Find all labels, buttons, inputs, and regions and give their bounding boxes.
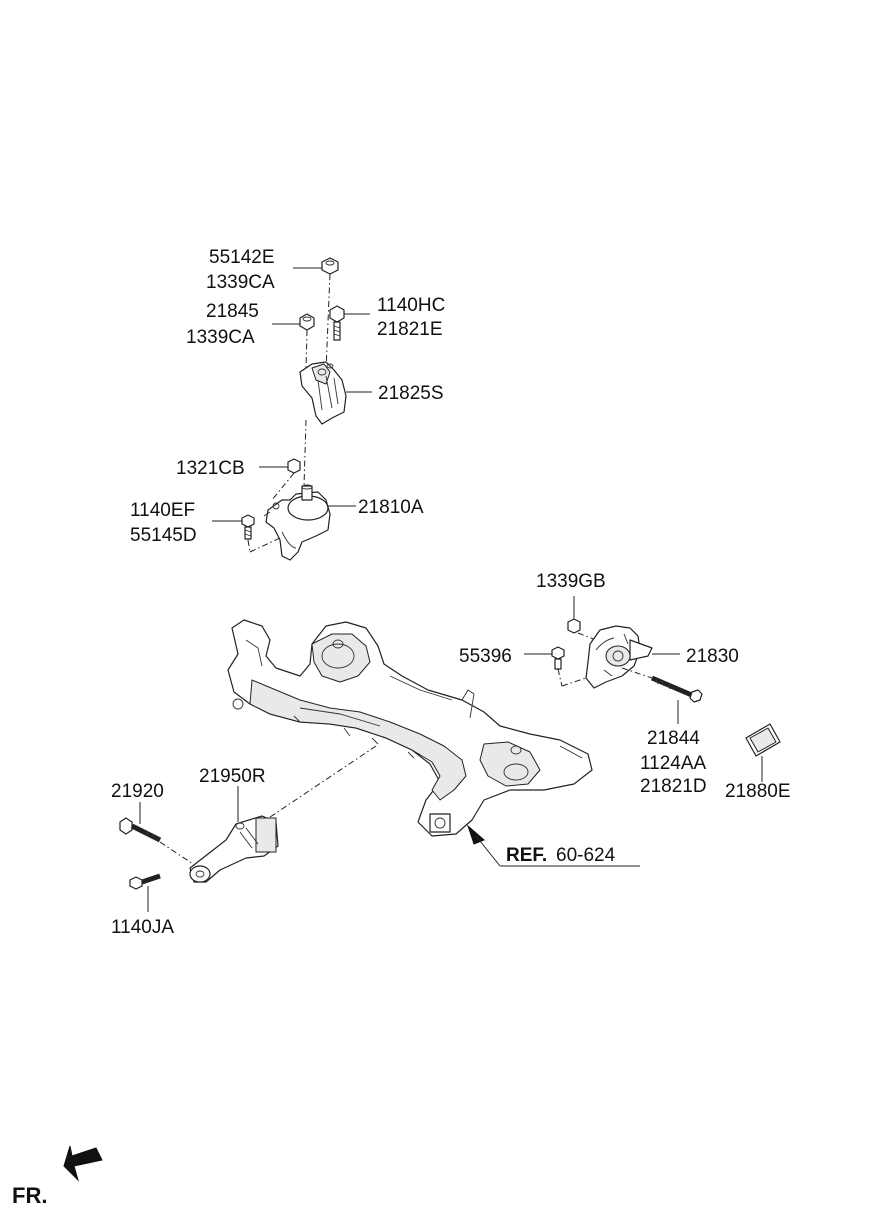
nut-21845 bbox=[299, 313, 315, 331]
label-21950R: 21950R bbox=[199, 766, 266, 787]
label-1321CB: 1321CB bbox=[176, 458, 245, 479]
ref-number: 60-624 bbox=[556, 845, 616, 866]
front-direction-arrow-icon bbox=[63, 1145, 103, 1182]
nut-1339GB bbox=[567, 618, 581, 634]
bolt-1140JA bbox=[129, 873, 161, 890]
bolt-55396 bbox=[551, 646, 565, 670]
bolt-21920 bbox=[119, 817, 162, 843]
label-21821D: 21821D bbox=[640, 776, 707, 797]
lower-mount-group bbox=[119, 745, 377, 912]
label-55145D: 55145D bbox=[130, 525, 197, 546]
label-21830: 21830 bbox=[686, 646, 739, 667]
engine-mount-21810A bbox=[263, 484, 331, 561]
bolt-21844 bbox=[651, 675, 703, 703]
label-21920: 21920 bbox=[111, 781, 164, 802]
label-1339CA-mid: 1339CA bbox=[186, 327, 255, 348]
torque-rod-21950R bbox=[189, 815, 279, 883]
subframe bbox=[227, 619, 593, 837]
label-55396: 55396 bbox=[459, 646, 512, 667]
label-21845: 21845 bbox=[206, 301, 259, 322]
label-21821E: 21821E bbox=[377, 319, 443, 340]
label-55142E: 55142E bbox=[209, 247, 275, 268]
label-1339GB: 1339GB bbox=[536, 571, 606, 592]
label-21880E: 21880E bbox=[725, 781, 791, 802]
label-21810A: 21810A bbox=[358, 497, 424, 518]
bolt-1140HC bbox=[329, 305, 345, 341]
right-mount-group bbox=[524, 596, 781, 782]
label-1124AA: 1124AA bbox=[640, 753, 707, 774]
ref-arrow-icon bbox=[466, 824, 640, 867]
labels: 55142E 1339CA 21845 1339CA 1140HC 21821E… bbox=[12, 247, 791, 1208]
label-1339CA-top: 1339CA bbox=[206, 272, 275, 293]
nut-55142E bbox=[321, 257, 339, 275]
label-1140HC: 1140HC bbox=[377, 295, 445, 316]
upper-mount-group bbox=[212, 257, 372, 561]
label-1140EF: 1140EF bbox=[130, 500, 195, 521]
transmission-mount-21830 bbox=[585, 625, 653, 689]
cover-21880E bbox=[745, 723, 781, 757]
ref-prefix: REF. bbox=[506, 845, 547, 866]
bolt-1140EF bbox=[241, 514, 255, 540]
label-21844: 21844 bbox=[647, 728, 700, 749]
bracket-21825S bbox=[299, 361, 347, 425]
nut-1321CB bbox=[287, 458, 301, 474]
label-1140JA: 1140JA bbox=[111, 917, 174, 938]
front-label: FR. bbox=[12, 1183, 47, 1208]
label-21825S: 21825S bbox=[378, 383, 444, 404]
